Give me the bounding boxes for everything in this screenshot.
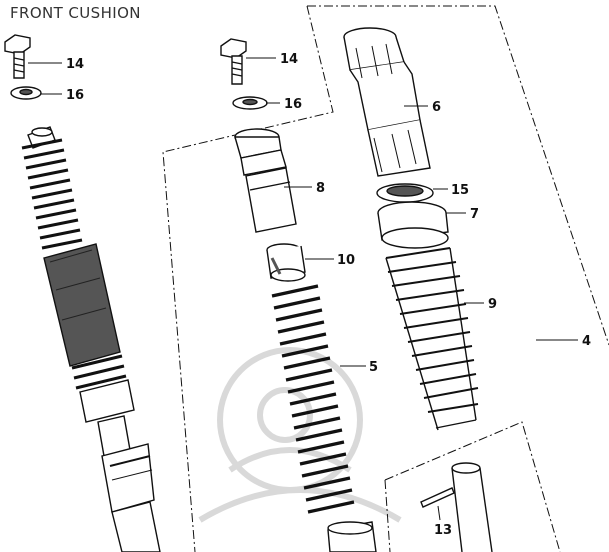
leader-lines xyxy=(28,57,578,521)
inner-tube xyxy=(451,462,493,552)
spring-5 xyxy=(271,284,355,514)
callout-13: 13 xyxy=(434,523,452,538)
page-title: FRONT CUSHION xyxy=(10,4,141,22)
spring-5-bottom-cap xyxy=(327,521,377,552)
pin-13 xyxy=(420,487,455,508)
bolt-14-left xyxy=(4,34,31,79)
callout-15: 15 xyxy=(451,183,469,198)
upper-cover-6 xyxy=(343,27,431,177)
callout-5: 5 xyxy=(369,360,378,375)
callout-8: 8 xyxy=(316,181,325,196)
ring-15 xyxy=(376,183,434,203)
washer-16-right xyxy=(232,96,268,110)
callout-7: 7 xyxy=(470,207,479,222)
washer-16-left xyxy=(10,86,42,100)
callout-16-left: 16 xyxy=(66,88,84,103)
callout-4: 4 xyxy=(582,334,591,349)
callout-14-right: 14 xyxy=(280,52,298,67)
watermark-logo xyxy=(198,347,402,523)
bushing-10 xyxy=(266,243,306,282)
callout-10: 10 xyxy=(337,253,355,268)
damper-rod-8 xyxy=(234,128,297,233)
callout-14-left: 14 xyxy=(66,57,84,72)
callout-9: 9 xyxy=(488,297,497,312)
callout-6: 6 xyxy=(432,100,441,115)
callout-labels: 14 16 14 16 6 8 15 7 10 9 5 4 13 xyxy=(66,52,591,538)
guide-7 xyxy=(377,201,449,249)
boot-9 xyxy=(385,247,479,431)
callout-16-right: 16 xyxy=(284,97,302,112)
assembly-outline xyxy=(162,5,609,552)
bolt-14-right xyxy=(220,38,247,85)
fork-leg-assembled xyxy=(21,126,161,552)
